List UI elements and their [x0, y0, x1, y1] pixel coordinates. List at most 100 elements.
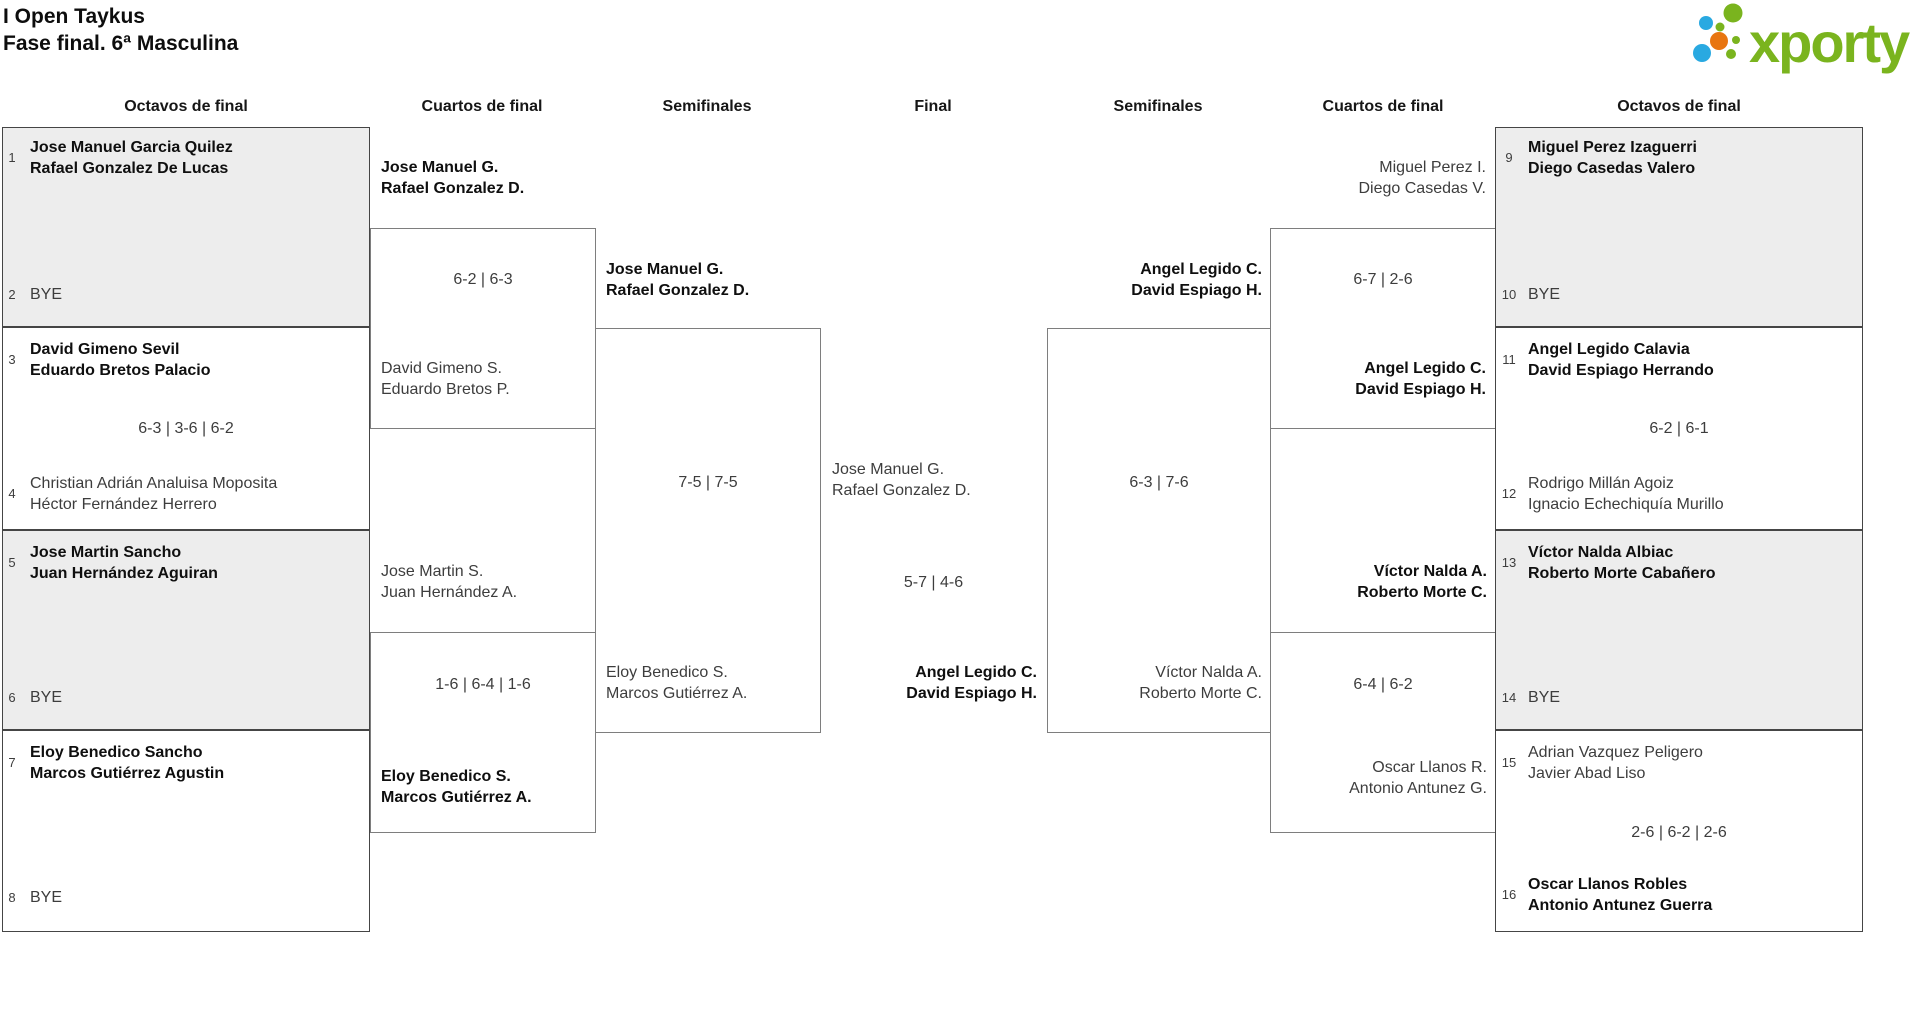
team-line-1: Angel Legido C. — [1364, 360, 1486, 377]
team-line-2: Diego Casedas Valero — [1528, 160, 1696, 177]
team-line-2: David Espiago H. — [1131, 282, 1262, 299]
seed-number-16: 16 — [1501, 887, 1517, 902]
page-title: I Open Taykus Fase final. 6ª Masculina — [3, 3, 238, 57]
seed-number-3: 3 — [8, 352, 16, 367]
team-line-2: Roberto Morte C. — [1357, 584, 1487, 601]
seed-number-10: 10 — [1501, 287, 1517, 302]
team-line-1: Jose Manuel Garcia Quilez — [30, 139, 233, 156]
match-score-qf-right-1: 6-7 | 2-6 — [1353, 271, 1413, 288]
team-line-2: Eduardo Bretos P. — [381, 381, 510, 398]
team-line-1: Eloy Benedico S. — [381, 768, 511, 785]
team-qf-left-1-winner: Jose Manuel G. Rafael Gonzalez D. — [381, 157, 524, 199]
seed-number-15: 15 — [1501, 755, 1517, 770]
team-line-2: Rafael Gonzalez D. — [606, 282, 750, 299]
seed-number-7: 7 — [8, 755, 16, 770]
match-score-qf-right-2: 6-4 | 6-2 — [1353, 676, 1413, 693]
team-qf-left-1-loser: David Gimeno S. Eduardo Bretos P. — [381, 358, 510, 400]
team-line-1: Jose Martin Sancho — [30, 544, 182, 561]
match-box-r16-left-3 — [2, 530, 370, 730]
team-line-1: Oscar Llanos R. — [1372, 759, 1487, 776]
match-box-sf-right — [1047, 328, 1271, 733]
team-final-champion: Angel Legido C. David Espiago H. — [820, 662, 1037, 704]
team-seed-2-bye: BYE — [30, 286, 63, 303]
team-line-2: David Espiago H. — [906, 685, 1037, 702]
team-line-2: Héctor Fernández Herrero — [30, 496, 217, 513]
seed-number-12: 12 — [1501, 486, 1517, 501]
header-qf-right: Cuartos de final — [1322, 98, 1444, 115]
team-line-1: David Gimeno Sevil — [30, 341, 180, 358]
team-seed-13: Víctor Nalda Albiac Roberto Morte Cabañe… — [1528, 542, 1716, 584]
team-line-2: Javier Abad Liso — [1528, 765, 1646, 782]
match-box-r16-right-2 — [1495, 327, 1863, 530]
team-seed-1: Jose Manuel Garcia Quilez Rafael Gonzale… — [30, 137, 233, 179]
team-line-2: David Espiago H. — [1355, 381, 1486, 398]
team-line-1: Christian Adrián Analuisa Moposita — [30, 475, 278, 492]
seed-number-2: 2 — [8, 287, 16, 302]
team-seed-7: Eloy Benedico Sancho Marcos Gutiérrez Ag… — [30, 742, 224, 784]
team-seed-12: Rodrigo Millán Agoiz Ignacio Echechiquía… — [1528, 473, 1724, 515]
seed-number-11: 11 — [1502, 352, 1516, 367]
team-line-2: Roberto Morte C. — [1139, 685, 1262, 702]
team-line-1: Miguel Perez I. — [1379, 159, 1486, 176]
logo-dot — [1699, 16, 1713, 30]
phase-name: Fase final. 6ª Masculina — [3, 32, 239, 55]
seed-number-13: 13 — [1501, 555, 1517, 570]
match-box-r16-left-1 — [2, 127, 370, 327]
team-line-2: Marcos Gutiérrez A. — [606, 685, 748, 702]
match-box-r16-left-4 — [2, 730, 370, 932]
match-box-r16-right-1 — [1495, 127, 1863, 327]
team-qf-right-1-winner: Angel Legido C. David Espiago H. — [1270, 358, 1486, 400]
team-seed-15: Adrian Vazquez Peligero Javier Abad Liso — [1528, 742, 1703, 784]
team-sf-left-winner: Jose Manuel G. Rafael Gonzalez D. — [606, 259, 749, 301]
team-line-1: Jose Manuel G. — [381, 159, 499, 176]
team-sf-right-loser: Víctor Nalda A. Roberto Morte C. — [1047, 662, 1262, 704]
match-box-r16-left-2 — [2, 327, 370, 530]
team-line-1: Jose Manuel G. — [606, 261, 724, 278]
team-seed-3: David Gimeno Sevil Eduardo Bretos Palaci… — [30, 339, 211, 381]
header-final: Final — [914, 98, 952, 115]
seed-number-1: 1 — [8, 150, 16, 165]
team-line-2: Marcos Gutiérrez A. — [381, 789, 532, 806]
header-r16-right: Octavos de final — [1617, 98, 1741, 115]
team-line-2: Diego Casedas V. — [1358, 180, 1487, 197]
team-line-2: Rafael Gonzalez De Lucas — [30, 160, 229, 177]
seed-number-4: 4 — [8, 486, 16, 501]
team-seed-4: Christian Adrián Analuisa Moposita Hécto… — [30, 473, 277, 515]
team-line-2: Antonio Antunez Guerra — [1528, 897, 1713, 914]
team-qf-right-2-loser: Oscar Llanos R. Antonio Antunez G. — [1270, 757, 1487, 799]
logo-dot — [1710, 32, 1728, 50]
logo-wordmark: xporty — [1749, 11, 1910, 74]
team-line-2: Eduardo Bretos Palacio — [30, 362, 211, 379]
team-line-2: Marcos Gutiérrez Agustin — [30, 765, 225, 782]
team-line-1: Rodrigo Millán Agoiz — [1528, 475, 1674, 492]
team-line-2: Rafael Gonzalez D. — [832, 482, 971, 499]
seed-number-8: 8 — [8, 890, 16, 905]
match-box-r16-right-4 — [1495, 730, 1863, 932]
logo-dot — [1732, 36, 1740, 44]
team-line-1: Angel Legido C. — [1140, 261, 1262, 278]
header-sf-left: Semifinales — [662, 98, 752, 115]
team-line-2: Antonio Antunez G. — [1349, 780, 1487, 797]
team-line-1: Adrian Vazquez Peligero — [1528, 744, 1703, 761]
match-score-sf-left: 7-5 | 7-5 — [678, 474, 738, 491]
team-line-2: Ignacio Echechiquía Murillo — [1528, 496, 1724, 513]
match-score-final: 5-7 | 4-6 — [903, 574, 964, 591]
team-line-1: David Gimeno S. — [381, 360, 502, 377]
team-line-1: Jose Martin S. — [381, 563, 484, 580]
team-line-2: Juan Hernández Aguiran — [30, 565, 218, 582]
team-line-2: Roberto Morte Cabañero — [1528, 565, 1716, 582]
team-seed-6-bye: BYE — [30, 689, 63, 706]
team-line-1: Víctor Nalda A. — [1373, 563, 1487, 580]
logo-dot — [1723, 3, 1743, 23]
match-score-r16-right-2: 6-2 | 6-1 — [1649, 420, 1709, 437]
xporty-logo[interactable]: xporty — [1683, 0, 1920, 80]
seed-number-9: 9 — [1505, 150, 1513, 165]
team-line-2: David Espiago Herrando — [1528, 362, 1714, 379]
team-qf-right-1-loser: Miguel Perez I. Diego Casedas V. — [1270, 157, 1487, 199]
logo-dot — [1715, 22, 1725, 32]
team-line-1: Miguel Perez Izaguerri — [1528, 139, 1697, 156]
match-box-sf-left — [595, 328, 821, 733]
team-seed-5: Jose Martin Sancho Juan Hernández Aguira… — [30, 542, 218, 584]
team-line-1: Oscar Llanos Robles — [1528, 876, 1688, 893]
team-line-1: Jose Manuel G. — [832, 461, 945, 478]
